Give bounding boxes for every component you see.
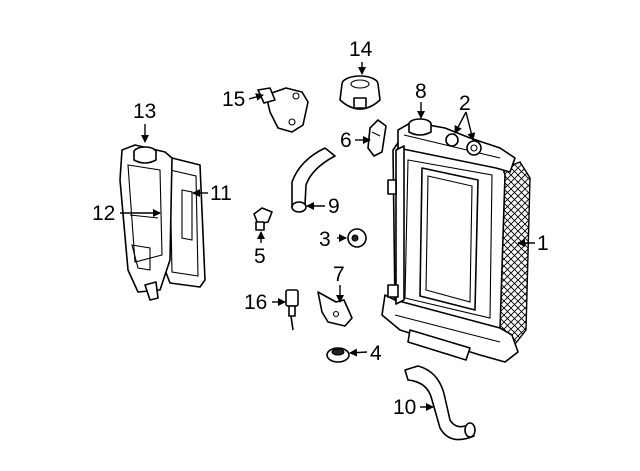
callout-10: 10 [393,396,416,419]
callout-4: 4 [370,342,382,365]
callout-16: 16 [244,291,267,314]
bleeder-screw [253,207,273,231]
coolant-sensor [367,119,387,157]
leader-lines [120,62,535,411]
callout-labels: 1 2 3 4 5 6 7 8 9 10 11 12 13 14 15 16 [92,38,549,419]
thermostat [339,75,381,110]
callout-15: 15 [222,88,245,111]
callout-5: 5 [254,245,266,268]
callout-9: 9 [328,195,340,218]
upper-hose [291,147,336,213]
callout-7: 7 [333,263,345,286]
coolant-reservoir [119,144,206,301]
callout-12: 12 [92,202,115,225]
callout-3: 3 [319,228,331,251]
callout-6: 6 [340,129,352,152]
callout-2: 2 [459,92,471,115]
radiator [381,118,531,363]
temperature-sensor [285,289,299,331]
lower-hose [404,365,476,441]
mounting-bracket [317,291,353,327]
thermostat-housing [257,87,309,133]
callout-8: 8 [415,80,427,103]
callout-1: 1 [537,232,549,255]
callout-13: 13 [133,100,156,123]
grommet-upper [347,228,367,248]
callout-11: 11 [210,182,232,205]
callout-14: 14 [349,38,373,61]
grommet-lower [326,347,350,363]
